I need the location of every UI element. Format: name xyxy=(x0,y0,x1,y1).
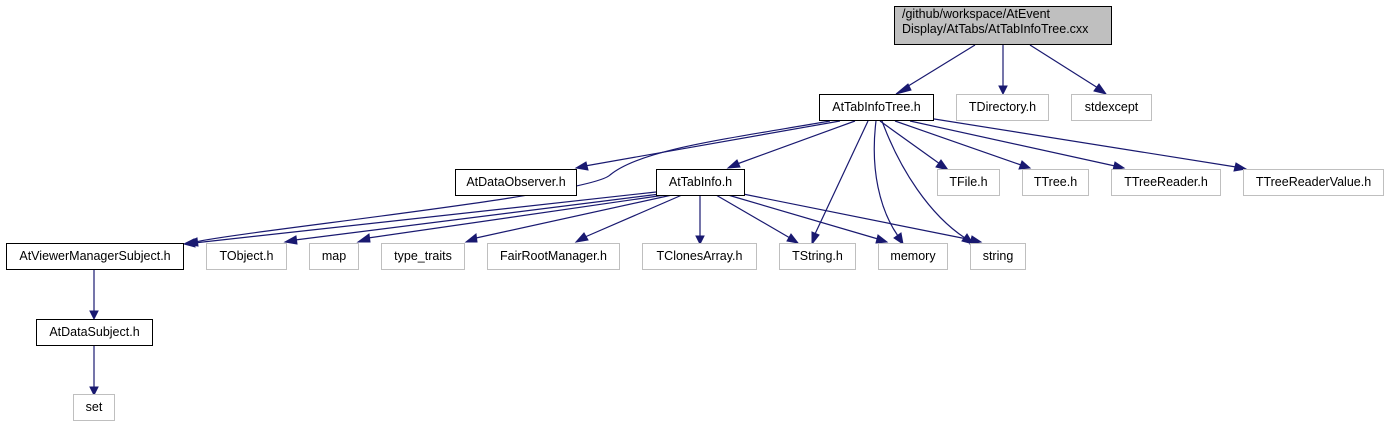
edge-attabinfo-to-fairrootmanager xyxy=(584,194,683,238)
edge-attabinfotree-to-tstring xyxy=(814,120,869,235)
arrowhead xyxy=(726,159,741,169)
edge-attabinfo-to-type-traits xyxy=(475,194,673,239)
node-atdatasubject-h[interactable]: AtDataSubject.h xyxy=(36,319,153,346)
arrowhead xyxy=(695,235,705,246)
arrowhead xyxy=(935,159,950,171)
node-ttreereadervalue-h: TTreeReaderValue.h xyxy=(1243,169,1384,196)
root-file-path-line2: Display/AtTabs/AtTabInfoTree.cxx xyxy=(902,22,1089,36)
arrowhead xyxy=(89,386,99,397)
edge-attabinfotree-to-tfile xyxy=(879,120,941,165)
node-tdirectory-h: TDirectory.h xyxy=(956,94,1049,121)
edge-root-to-stdexcept xyxy=(1029,44,1099,89)
edge-attabinfo-to-memory xyxy=(727,194,879,240)
node-tobject-h: TObject.h xyxy=(206,243,287,270)
node-string: string xyxy=(970,243,1026,270)
node-map: map xyxy=(309,243,359,270)
node-attabinfo-h[interactable]: AtTabInfo.h xyxy=(656,169,745,196)
node-stdexcept: stdexcept xyxy=(1071,94,1152,121)
edge-attabinfo-to-map xyxy=(367,194,666,239)
node-tfile-h: TFile.h xyxy=(937,169,1000,196)
edge-attabinfotree-to-memory xyxy=(873,120,899,237)
edge-attabinfotree-to-string xyxy=(881,120,966,239)
arrowhead xyxy=(464,233,478,243)
edge-attabinfotree-to-atviewermanagersubject xyxy=(194,120,831,243)
arrowhead xyxy=(89,310,99,321)
edge-attabinfotree-to-ttreereader xyxy=(909,120,1116,167)
node-tstring-h: TString.h xyxy=(779,243,856,270)
edge-attabinfotree-to-atdataobserver xyxy=(584,120,841,167)
arrowhead xyxy=(574,161,589,171)
arrowhead xyxy=(875,234,889,244)
edge-attabinfotree-to-ttreereadervalue xyxy=(927,117,1237,168)
arrowhead xyxy=(895,83,912,95)
edge-attabinfo-to-tobject xyxy=(294,193,661,241)
node-set: set xyxy=(73,394,115,421)
arrowhead xyxy=(356,233,371,243)
edge-attabinfotree-to-attabinfo xyxy=(736,120,856,165)
edge-attabinfotree-to-ttree xyxy=(894,120,1022,166)
edge-attabinfo-to-tstring xyxy=(715,194,791,239)
arrowhead xyxy=(998,85,1008,96)
edge-root-to-attabinfotree xyxy=(904,44,976,89)
node-memory: memory xyxy=(878,243,948,270)
arrowhead xyxy=(574,232,589,243)
edge-attabinfo-to-atviewermanagersubject xyxy=(193,191,657,244)
node-atdataobserver-h[interactable]: AtDataObserver.h xyxy=(455,169,577,196)
root-file-path-line1: /github/workspace/AtEvent xyxy=(902,7,1050,21)
root-file-node: /github/workspace/AtEvent Display/AtTabs… xyxy=(894,6,1112,45)
edge-attabinfo-to-string xyxy=(737,192,973,241)
node-tclonesarray-h: TClonesArray.h xyxy=(642,243,757,270)
arrowhead xyxy=(1018,160,1032,170)
arrowhead xyxy=(283,235,298,245)
node-ttreereader-h: TTreeReader.h xyxy=(1111,169,1221,196)
arrowhead xyxy=(182,238,196,248)
node-ttree-h: TTree.h xyxy=(1022,169,1089,196)
node-fairrootmanager-h: FairRootManager.h xyxy=(487,243,620,270)
arrowhead xyxy=(1093,83,1108,95)
node-attabinfotree-h[interactable]: AtTabInfoTree.h xyxy=(819,94,934,121)
node-atviewermanagersubject-h[interactable]: AtViewerManagerSubject.h xyxy=(6,243,184,270)
arrowhead xyxy=(786,233,800,244)
arrowhead xyxy=(893,232,904,246)
node-type-traits: type_traits xyxy=(381,243,465,270)
arrowhead xyxy=(811,231,820,246)
